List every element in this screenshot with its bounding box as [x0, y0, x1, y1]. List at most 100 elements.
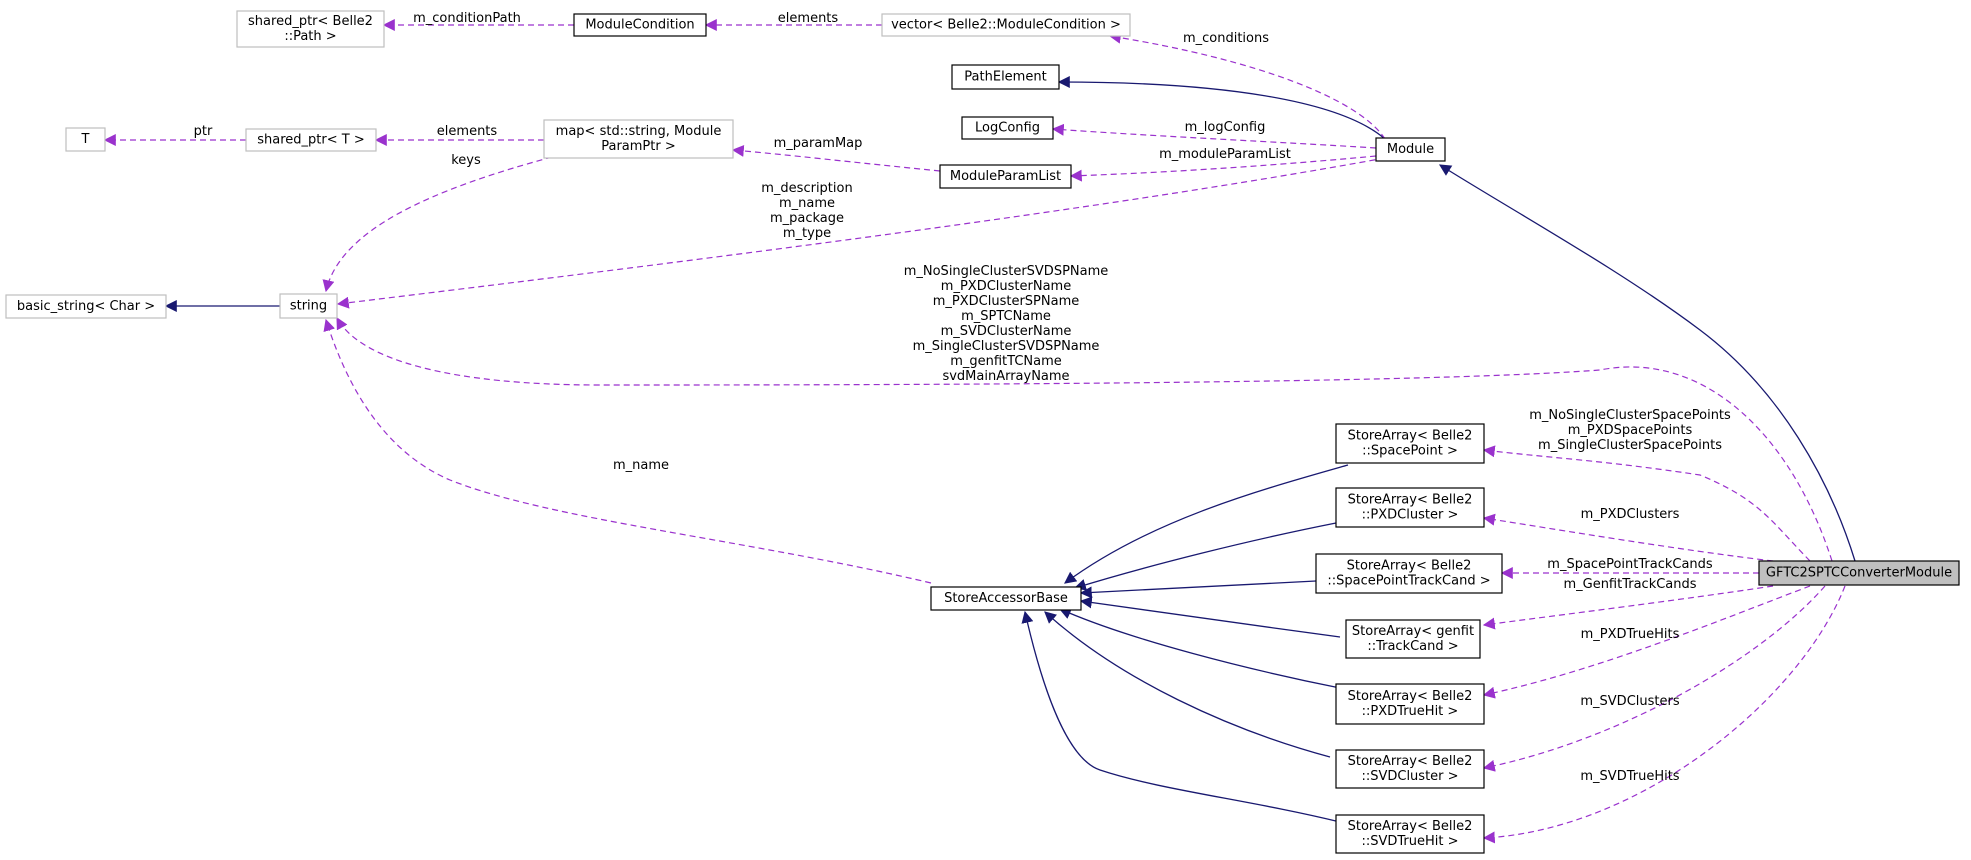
- edge-saspacepoint-to-sab: [1064, 464, 1349, 584]
- edge-gftc2sptc-to-sasvdcluster: [1482, 585, 1826, 772]
- node-sa-pxdcluster[interactable]: StoreArray< Belle2::PXDCluster >: [1335, 487, 1485, 528]
- node-path-element[interactable]: PathElement: [951, 64, 1060, 90]
- node-sa-svdtruehit[interactable]: StoreArray< Belle2::SVDTrueHit >: [1335, 814, 1485, 854]
- label-m-spacepointtrackcands: m_SpacePointTrackCands: [1547, 557, 1713, 572]
- node-sa-spacepointtrackcand-label: StoreArray< Belle2: [1347, 559, 1472, 574]
- label-m-pxdclusters: m_PXDClusters: [1581, 507, 1680, 522]
- node-module-label: Module: [1387, 142, 1434, 157]
- node-sa-spacepointtrackcand-box: [1315, 553, 1503, 594]
- node-sa-svdcluster[interactable]: StoreArray< Belle2::SVDCluster >: [1335, 749, 1485, 789]
- label-m-parammap: m_paramMap: [774, 136, 863, 151]
- edge-gftc2sptc-to-module: [1438, 164, 1856, 562]
- node-basic-string[interactable]: basic_string< Char >: [5, 294, 167, 319]
- node-module-box: [1375, 137, 1446, 162]
- label-m-genfittrackcands-line: m_GenfitTrackCands: [1563, 577, 1696, 592]
- edge-moduleparamlist-to-map: [731, 144, 941, 172]
- label-module-strings-line: m_name: [779, 196, 835, 211]
- node-shared-ptr-path-label: shared_ptr< Belle2: [248, 14, 373, 29]
- label-m-conditions-line: m_conditions: [1183, 31, 1269, 46]
- node-module-param-list-label: ModuleParamList: [950, 169, 1061, 184]
- edge-sapxdcluster-to-sab: [1073, 522, 1337, 591]
- edges: [103, 19, 1856, 844]
- node-map-module-param-label: map< std::string, Module: [556, 124, 722, 139]
- node-sa-spacepoint-label: ::SpacePoint >: [1362, 444, 1458, 459]
- node-shared-ptr-t[interactable]: shared_ptr< T >: [245, 128, 377, 152]
- node-sa-svdtruehit-box: [1335, 814, 1485, 854]
- node-gftc2sptc-converter-module[interactable]: GFTC2SPTCConverterModule: [1758, 560, 1960, 586]
- label-converter-strings-line: m_SVDClusterName: [941, 324, 1072, 339]
- node-gftc2sptc-converter-module-label: GFTC2SPTCConverterModule: [1766, 566, 1952, 581]
- label-ptr-line: ptr: [194, 124, 213, 139]
- node-shared-ptr-path-label: ::Path >: [284, 29, 336, 44]
- node-module-param-list[interactable]: ModuleParamList: [939, 164, 1072, 189]
- label-m-moduleparamlist-line: m_moduleParamList: [1159, 147, 1291, 162]
- edge-sapxdtruehit-to-sab: [1058, 607, 1341, 689]
- label-m-moduleparamlist: m_moduleParamList: [1159, 147, 1291, 162]
- edge-gftc2sptc-to-sapxdcluster: [1482, 513, 1774, 562]
- label-spacepoints-line: m_SingleClusterSpacePoints: [1538, 438, 1722, 453]
- node-vector-module-condition-box: [881, 13, 1131, 37]
- node-sa-trackcand[interactable]: StoreArray< genfit::TrackCand >: [1345, 619, 1481, 659]
- label-converter-strings-line: m_SPTCName: [961, 309, 1051, 324]
- label-m-pxdclusters-line: m_PXDClusters: [1581, 507, 1680, 522]
- edge-sasptc-to-sab: [1079, 580, 1317, 599]
- label-m-svdclusters: m_SVDClusters: [1580, 694, 1679, 709]
- node-sa-trackcand-label: StoreArray< genfit: [1352, 624, 1474, 639]
- label-m-conditionpath: m_conditionPath: [413, 11, 521, 26]
- label-spacepoints-line: m_NoSingleClusterSpacePoints: [1529, 408, 1731, 423]
- label-ptr: ptr: [194, 124, 213, 139]
- label-m-spacepointtrackcands-line: m_SpacePointTrackCands: [1547, 557, 1713, 572]
- node-log-config[interactable]: LogConfig: [961, 116, 1054, 140]
- node-sa-svdtruehit-label: StoreArray< Belle2: [1348, 819, 1473, 834]
- edge-satrackcand-to-sab: [1079, 596, 1341, 638]
- node-sa-spacepoint-label: StoreArray< Belle2: [1348, 429, 1473, 444]
- node-string-label: string: [290, 299, 327, 314]
- node-store-accessor-base[interactable]: StoreAccessorBase: [930, 586, 1082, 611]
- node-gftc2sptc-converter-module-box: [1758, 560, 1960, 586]
- node-path-element-label: PathElement: [964, 70, 1046, 85]
- label-elements-map-line: elements: [437, 124, 498, 139]
- node-t[interactable]: T: [65, 127, 106, 152]
- edge-sasvdcluster-to-sab: [1044, 611, 1331, 758]
- node-string[interactable]: string: [279, 293, 338, 319]
- node-module-condition[interactable]: ModuleCondition: [573, 13, 707, 37]
- node-sa-pxdtruehit-label: ::PXDTrueHit >: [1362, 704, 1459, 719]
- edge-labels: m_conditionPath elements m_conditions pt…: [194, 11, 1731, 784]
- node-sa-spacepointtrackcand-label: ::SpacePointTrackCand >: [1327, 574, 1490, 589]
- node-sa-svdcluster-box: [1335, 749, 1485, 789]
- node-sa-spacepointtrackcand[interactable]: StoreArray< Belle2::SpacePointTrackCand …: [1315, 553, 1503, 594]
- label-m-conditions: m_conditions: [1183, 31, 1269, 46]
- node-shared-ptr-path-box: [236, 10, 385, 48]
- node-module-condition-box: [573, 13, 707, 37]
- label-converter-strings-line: svdMainArrayName: [942, 369, 1069, 384]
- node-vector-module-condition-label: vector< Belle2::ModuleCondition >: [891, 18, 1121, 33]
- label-converter-strings-line: m_SingleClusterSVDSPName: [913, 339, 1100, 354]
- label-keys: keys: [451, 153, 481, 168]
- node-vector-module-condition[interactable]: vector< Belle2::ModuleCondition >: [881, 13, 1131, 37]
- node-shared-ptr-t-box: [245, 128, 377, 152]
- node-shared-ptr-path[interactable]: shared_ptr< Belle2::Path >: [236, 10, 385, 48]
- node-map-module-param-box: [543, 119, 734, 159]
- label-m-pxdtruehits-line: m_PXDTrueHits: [1581, 627, 1680, 642]
- label-elements-map: elements: [437, 124, 498, 139]
- label-elements-cond-line: elements: [778, 11, 839, 26]
- node-sa-spacepoint[interactable]: StoreArray< Belle2::SpacePoint >: [1335, 423, 1485, 464]
- label-m-name-sab-line: m_name: [613, 458, 669, 473]
- node-sa-pxdtruehit[interactable]: StoreArray< Belle2::PXDTrueHit >: [1335, 683, 1485, 725]
- node-sa-pxdtruehit-box: [1335, 683, 1485, 725]
- node-map-module-param-label: ParamPtr >: [601, 139, 676, 154]
- edge-sasvdtruehit-to-sab: [1021, 610, 1341, 823]
- node-module[interactable]: Module: [1375, 137, 1446, 162]
- label-m-parammap-line: m_paramMap: [774, 136, 863, 151]
- node-string-box: [279, 293, 338, 319]
- node-basic-string-box: [5, 294, 167, 319]
- label-converter-strings-line: m_genfitTCName: [950, 354, 1062, 369]
- node-sa-svdtruehit-label: ::SVDTrueHit >: [1361, 834, 1458, 849]
- edge-gftc2sptc-to-sapxdtruehit: [1482, 585, 1811, 699]
- node-sa-trackcand-label: ::TrackCand >: [1367, 639, 1458, 654]
